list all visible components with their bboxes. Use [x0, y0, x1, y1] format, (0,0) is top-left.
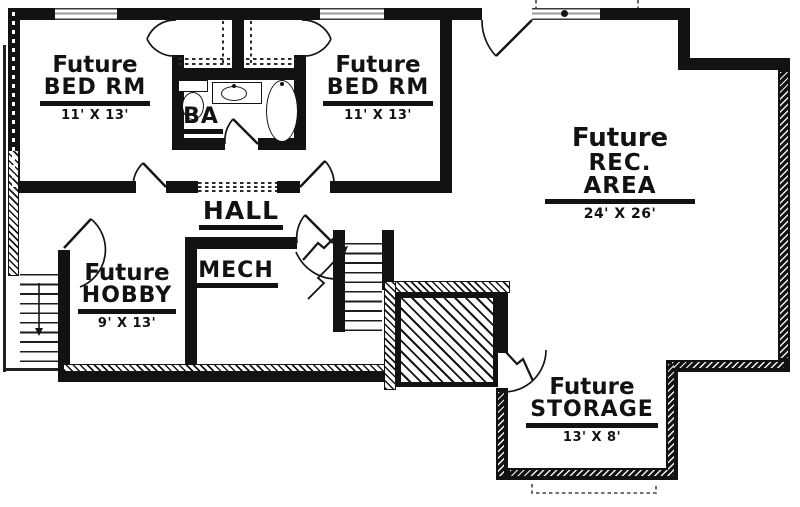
room-prefix: Future: [335, 52, 421, 78]
room-label-rec-area: Future REC. AREA 24' X 26': [545, 125, 695, 222]
door-leaf-bedroom2: [299, 160, 326, 188]
closet-left-shelf-dash-2: [178, 63, 230, 65]
closet-right-shelf-dash-2: [246, 63, 296, 65]
room-name: HALL: [198, 198, 284, 230]
stair-up-arrow-line: [307, 250, 345, 300]
bathtub-icon: [266, 80, 298, 142]
door-arc-bedroom2: [324, 160, 335, 188]
room-label-hobby: Future HOBBY 9' X 13': [62, 260, 192, 331]
room-name: MECH: [194, 259, 278, 289]
room-label-bedroom-2: Future BED RM 11' X 13': [313, 52, 443, 123]
door-leaf-storage: [503, 349, 535, 382]
wall-stair-west: [333, 230, 345, 332]
door-arc-bedroom1: [132, 162, 144, 188]
wall-step-horizontal: [678, 58, 790, 70]
wall-bath-south-right: [258, 138, 306, 150]
stair-treads-center: [345, 243, 382, 332]
wall-bottom-left-outer-line: [3, 368, 63, 371]
door-leaf-hobby: [63, 218, 92, 249]
door-leaf-stair-squiggle: [302, 234, 338, 261]
wall-left-outer-line: [3, 45, 6, 372]
wall-stipple-left: [12, 12, 15, 188]
door-arc-stair: [295, 251, 338, 280]
cased-opening-dash-1: [198, 182, 277, 184]
room-prefix: Future: [52, 52, 138, 78]
door-arc-storage: [503, 349, 547, 393]
stair-rail-arrowhead: [35, 328, 43, 336]
tub-faucet-dot: [280, 82, 284, 86]
wall-hatch-storage-south: [510, 470, 670, 476]
toilet-bowl-icon: [182, 92, 204, 120]
wall-hatch-storage-west: [498, 392, 504, 476]
door-leaf-mech: [304, 214, 334, 244]
door-leaf-bath: [232, 118, 259, 145]
wall-hall-a: [8, 181, 136, 193]
closet-right-shelf-dash-1: [246, 58, 296, 60]
wall-hall-b: [166, 181, 198, 193]
room-name: BED RM: [39, 77, 151, 106]
room-dims: 9' X 13': [97, 315, 157, 331]
door-leaf-bedroom1: [142, 162, 167, 188]
patio-dashed-outline: [531, 484, 657, 494]
wall-hobby-west: [58, 250, 70, 380]
wall-hatch-storage-east: [668, 364, 674, 476]
wall-closet-divider: [232, 20, 244, 69]
door-arc-mech: [295, 214, 306, 244]
closet1-door-arc-b: [146, 38, 177, 57]
wall-storage-west-upper: [496, 283, 508, 353]
room-name: BA: [179, 105, 223, 135]
room-prefix: Future: [571, 123, 669, 153]
closet1-door-arc-a: [146, 19, 177, 40]
exterior-door-opening: [482, 8, 532, 20]
door-arc-bath: [224, 118, 234, 145]
stair-up-arrowhead: [337, 246, 348, 256]
room-label-mech: MECH: [190, 259, 282, 289]
door-leaf-exterior: [495, 19, 533, 57]
wall-hobby-mech-divider: [185, 245, 197, 378]
room-prefix: Future: [549, 374, 635, 400]
room-name: BED RM: [322, 77, 434, 106]
wall-bedroom2-east: [440, 8, 452, 193]
wall-step-vertical: [678, 8, 690, 70]
wall-stair-east: [382, 230, 394, 290]
closet-left-depth-dash: [222, 21, 224, 66]
closet-left-shelf-dash-1: [178, 58, 230, 60]
room-label-hall: HALL: [195, 198, 287, 230]
window-bedroom1: [55, 8, 117, 20]
room-name: REC. AREA: [545, 151, 695, 205]
sink-faucet-dot: [232, 84, 236, 88]
room-prefix: Future: [84, 260, 170, 286]
concrete-pad: [396, 293, 498, 387]
wall-mech-north: [185, 237, 297, 249]
wall-hall-c: [277, 181, 300, 193]
room-name: STORAGE: [526, 399, 658, 428]
toilet-tank-icon: [178, 80, 208, 92]
room-dims: 11' X 13': [344, 107, 412, 123]
window-bedroom2: [320, 8, 384, 20]
room-label-storage: Future STORAGE 13' X 8': [517, 374, 667, 445]
foundation-hatch-pad-west: [384, 281, 396, 390]
cased-opening-dash-3: [198, 190, 277, 192]
room-label-bath: BA: [177, 105, 225, 135]
closet2-door-arc-a: [301, 19, 332, 40]
window-mullion-dot: [561, 10, 568, 17]
closet-right-depth-dash: [250, 21, 252, 66]
cased-opening-dash-2: [198, 186, 277, 188]
wall-bath-south-left: [172, 138, 225, 150]
room-name: HOBBY: [77, 285, 177, 314]
wall-hall-d: [330, 181, 452, 193]
wall-hatch-right-inner: [780, 72, 788, 358]
wall-bath-north: [172, 68, 306, 80]
wall-hatch-rec-south: [672, 362, 784, 368]
room-dims: 13' X 8': [562, 429, 622, 445]
door-arc-exterior: [481, 19, 497, 57]
door-arc-hobby: [79, 218, 107, 288]
closet2-door-arc-b: [301, 38, 332, 57]
room-label-bedroom-1: Future BED RM 11' X 13': [30, 52, 160, 123]
wall-bottom: [58, 371, 398, 382]
room-dims: 24' X 26': [583, 206, 657, 223]
room-dims: 11' X 13': [61, 107, 129, 123]
